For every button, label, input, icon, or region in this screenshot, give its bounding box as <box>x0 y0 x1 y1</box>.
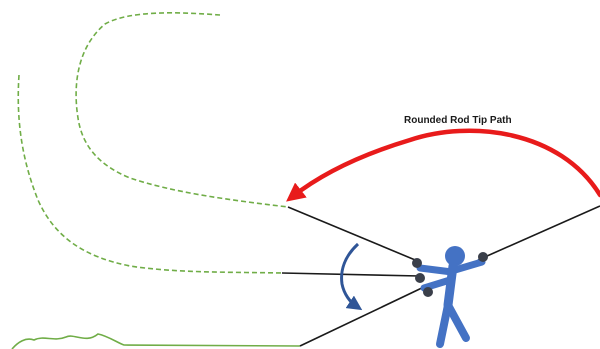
rod-lower <box>299 285 427 347</box>
caster-head <box>445 246 465 266</box>
caster-arm-front-lower <box>420 276 454 292</box>
hand-lower <box>423 287 433 297</box>
fly-line-ground <box>11 333 301 349</box>
hand-upper <box>412 258 422 268</box>
hand-back <box>478 252 488 262</box>
rod-back <box>477 205 600 261</box>
caster-leg-left <box>436 301 452 348</box>
rounded-rod-tip-path-arrow <box>286 128 600 202</box>
caster-arm-front-upper <box>416 264 456 276</box>
caster-figure <box>412 246 488 348</box>
fly-line-mid <box>17 74 283 274</box>
hand-middle <box>415 273 425 283</box>
fly-line-high <box>75 12 289 208</box>
rod-upper <box>287 206 421 263</box>
caster-arm-back <box>451 258 486 274</box>
caster-leg-right <box>444 301 470 342</box>
rod-tip-path-label: Rounded Rod Tip Path <box>404 115 512 126</box>
rod-middle <box>281 272 421 277</box>
rotation-arrow <box>340 242 363 311</box>
